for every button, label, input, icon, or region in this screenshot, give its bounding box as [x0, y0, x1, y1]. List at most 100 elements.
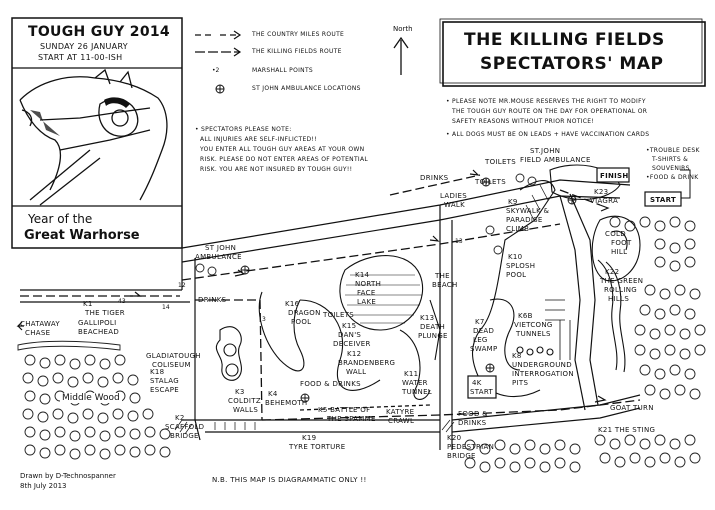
trouble-desk-4: •FOOD & DRINK	[646, 174, 699, 181]
label-middle-wood: Middle Wood	[60, 393, 122, 403]
finish-label: FINISH	[600, 172, 629, 180]
label-k1-code: K1	[83, 300, 93, 308]
label-k8-name-2: INTERROGATION	[512, 370, 574, 378]
spectator-note-line-3: RISK. PLEASE DO NOT ENTER AREAS OF POTEN…	[200, 156, 369, 163]
diagrammatic-note: N.B. THIS MAP IS DIAGRAMMATIC ONLY !!	[212, 476, 367, 484]
year-line-2: Great Warhorse	[24, 228, 140, 243]
label-k14-name-2: FACE	[357, 289, 376, 297]
label-k5-name-2: THE SPAMME	[327, 415, 376, 423]
event-start-time: START AT 11-00-ISH	[38, 53, 123, 62]
label-k15-name-1: DAN'S	[338, 331, 362, 339]
label-k9-name-3: CLIMB	[506, 225, 530, 233]
label-4k-start-2: START	[470, 388, 494, 396]
label-k3-name-1: COLDITZ	[228, 397, 261, 405]
label-k12-name-2: WALL	[346, 368, 367, 376]
label-k6-name-1: VIETCONG	[514, 321, 553, 329]
label-k8-code: K8	[512, 352, 522, 360]
label-k3-name-2: WALLS	[233, 406, 259, 414]
drawn-date: 8th July 2013	[20, 482, 67, 490]
event-date: SUNDAY 26 JANUARY	[40, 42, 128, 51]
label-k22-code: K22	[605, 268, 620, 276]
label-drinks-top: DRINKS	[420, 174, 449, 182]
label-food-drinks-1: FOOD & DRINKS	[300, 380, 361, 388]
label-k4-name: BEHEMOTH	[265, 399, 308, 407]
warhorse-illustration	[19, 68, 168, 206]
marshall-43: 43	[118, 298, 126, 305]
trouble-desk-1: •TROUBLE DESK	[646, 147, 700, 154]
label-k9-code: K9	[508, 198, 518, 206]
label-k15-name-2: DECEIVER	[333, 340, 371, 348]
marshall-3: 3	[262, 316, 266, 323]
label-toilets-top: TOILETS	[485, 158, 516, 166]
label-k10-name-2: POOL	[506, 271, 527, 279]
spectator-note-line-2: YOU ENTER ALL TOUGH GUY AREAS AT YOUR OW…	[200, 146, 365, 153]
label-k11-name-2: TUNNEL	[402, 388, 432, 396]
label-drinks-2: DRINKS	[198, 296, 227, 304]
label-k22-name-3: HILLS	[608, 295, 630, 303]
label-k22-name-1: THE GREEN	[600, 277, 644, 285]
label-k6-code: K6b	[518, 312, 533, 320]
label-k19-name: TYRE TORTURE	[289, 443, 346, 451]
legend-killing-fields: THE KILLING FIELDS ROUTE	[252, 48, 342, 55]
label-k14-code: K14	[355, 271, 370, 279]
label-gallipoli-2: BEACHEAD	[78, 328, 120, 336]
label-k16-name-1: DRAGON	[288, 309, 321, 317]
label-ladies-2: WALK	[444, 201, 466, 209]
label-stjohn-amb-2: AMBULANCE	[195, 253, 242, 261]
label-k2-name-1: SCAFFOLD	[165, 423, 205, 431]
label-katyre-1: KATYRE	[386, 408, 415, 416]
label-k7-name-2: LEG	[473, 336, 488, 344]
label-stjohn-field-2: FIELD AMBULANCE	[520, 156, 591, 164]
drawn-by: Drawn by D-Technospanner	[20, 472, 116, 480]
label-k7-name-1: DEAD	[473, 327, 495, 335]
label-k9-name-1: SKYWALK &	[506, 207, 550, 215]
label-k1-name: THE TIGER	[85, 309, 125, 317]
label-cold-3: HILL	[611, 248, 628, 256]
label-k7-name-3: SWAMP	[470, 345, 498, 353]
label-k2-name-2: BRIDGE	[170, 432, 199, 440]
label-gladiator-2: COLISEUM	[152, 361, 191, 369]
spectator-note-heading: • SPECTATORS PLEASE NOTE:	[195, 126, 292, 133]
label-k22-name-2: ROLLING	[604, 286, 637, 294]
map-title-line-2: SPECTATORS' MAP	[480, 54, 664, 74]
label-k20-name-1: PEDESTRIAN	[447, 443, 495, 451]
notice-line-2: THE TOUGH GUY ROUTE ON THE DAY FOR OPERA…	[452, 108, 648, 115]
label-k23-name: VIAGRA	[590, 197, 619, 205]
label-gallipoli-1: GALLIPOLI	[78, 319, 117, 327]
label-k16-name-2: POOL	[291, 318, 312, 326]
legend-marshall: MARSHALL POINTS	[252, 67, 314, 74]
label-cold-1: COLD	[605, 230, 626, 238]
label-k7-code: K7	[475, 318, 485, 326]
label-ladies-1: LADIES	[440, 192, 467, 200]
label-k13-name-2: PLUNGE	[418, 332, 448, 340]
label-stjohn-field-1: ST.JOHN	[530, 147, 561, 155]
label-k3-code: K3	[235, 388, 245, 396]
trouble-desk-2: T-SHIRTS &	[652, 156, 689, 163]
legend-ambulance: ST JOHN AMBULANCE LOCATIONS	[252, 85, 361, 92]
label-k14-name-3: LAKE	[357, 298, 377, 306]
label-k12-name-1: BRANDENBERG	[338, 359, 396, 367]
label-k12-code: K12	[347, 350, 362, 358]
north-label: North	[393, 25, 413, 33]
label-k11-name-1: WATER	[402, 379, 428, 387]
label-k11-code: K11	[404, 370, 419, 378]
label-4k-start-1: 4K	[472, 379, 482, 387]
start-label: START	[650, 196, 677, 204]
label-k18-name-2: ESCAPE	[150, 386, 179, 394]
label-beach-2: BEACH	[432, 281, 458, 289]
label-k2-code: K2	[175, 414, 185, 422]
label-chataway-2: CHASE	[25, 329, 51, 337]
label-katyre-2: CRAWL	[388, 417, 415, 425]
label-k8-name-1: UNDERGROUND	[512, 361, 572, 369]
map-title-line-1: THE KILLING FIELDS	[464, 30, 665, 50]
label-k18-code: K18	[150, 368, 165, 376]
label-beach-1: THE	[435, 272, 450, 280]
label-toilets-3: TOILETS	[323, 311, 354, 319]
label-k16-code: K16	[285, 300, 300, 308]
label-gladiator-1: GLADIATOUGH	[146, 352, 201, 360]
notice-line-4: • ALL DOGS MUST BE ON LEADS + HAVE VACCI…	[446, 131, 650, 138]
marshall-13: 13	[455, 238, 463, 245]
label-k15-code: K15	[342, 322, 357, 330]
label-k4-code: K4	[268, 390, 278, 398]
